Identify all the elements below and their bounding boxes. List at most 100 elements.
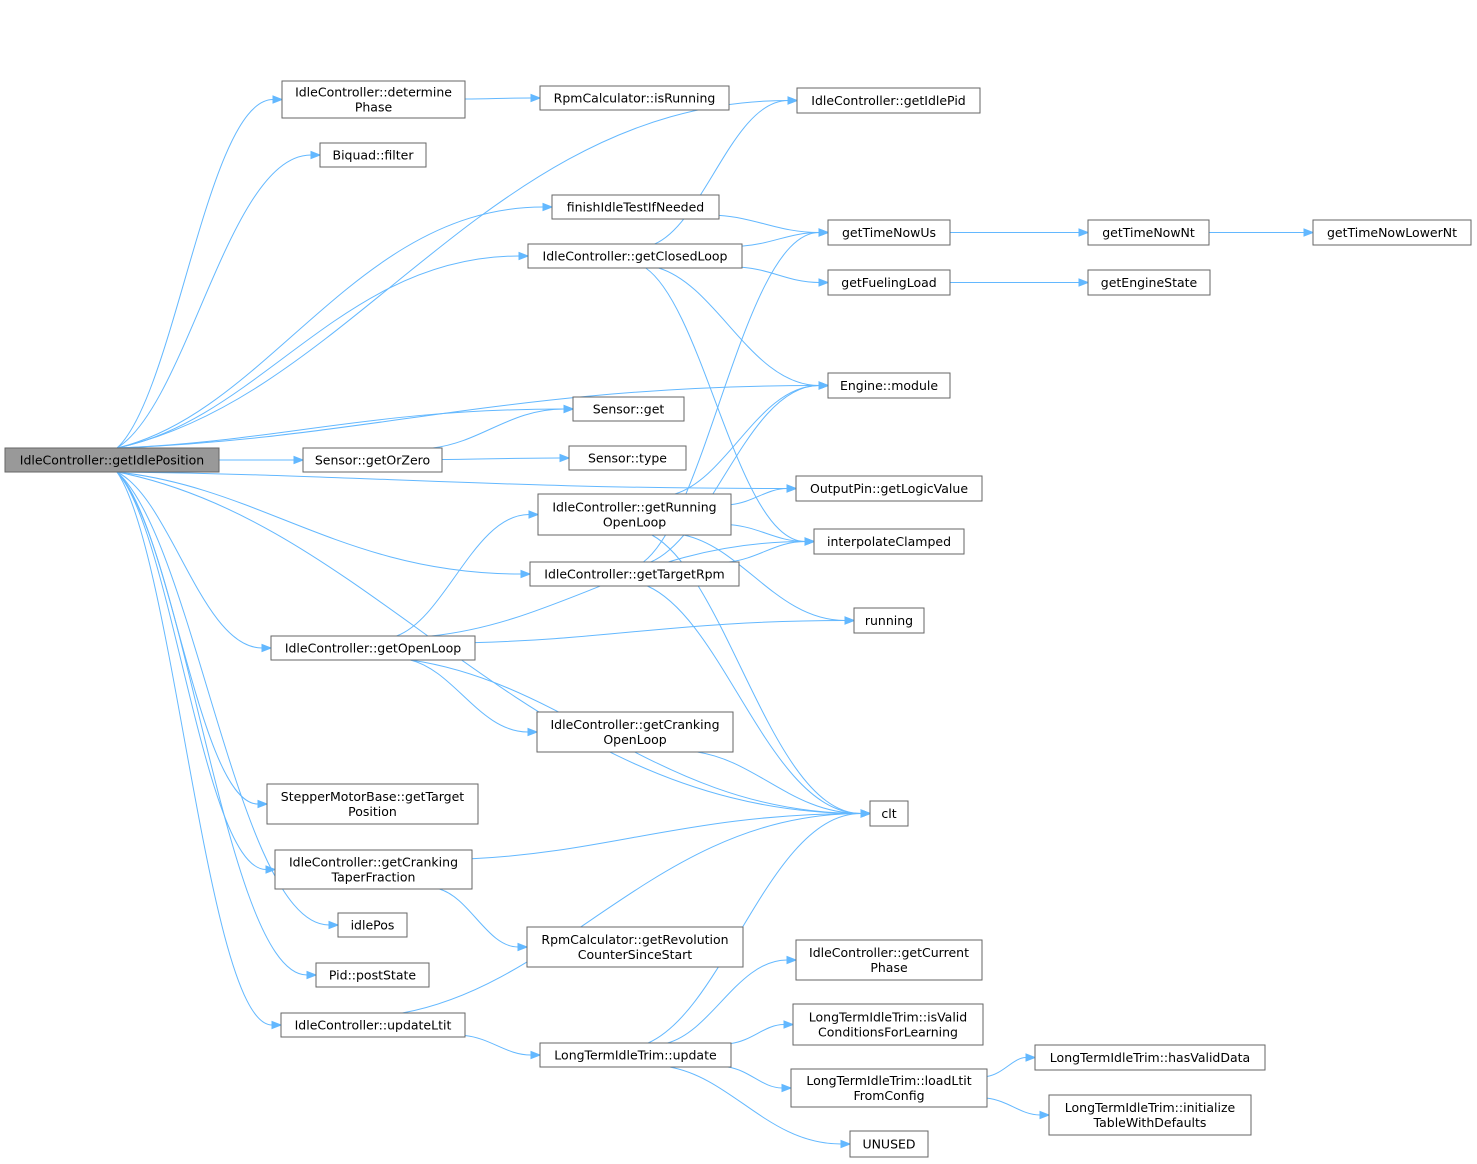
node-initTable[interactable]: LongTermIdleTrim::initializeTableWithDef…	[1048, 1094, 1252, 1136]
edge-loadLtit-to-hasValidData	[986, 1053, 1037, 1077]
node-box	[827, 372, 951, 399]
node-filter[interactable]: Biquad::filter	[319, 142, 427, 168]
node-box	[551, 194, 720, 220]
node-interpolateClamped[interactable]: interpolateClamped	[813, 528, 965, 555]
node-getLogicValue[interactable]: OutputPin::getLogicValue	[795, 475, 983, 502]
node-getTimeNowNt[interactable]: getTimeNowNt	[1087, 219, 1210, 246]
node-getTimeNowUs[interactable]: getTimeNowUs	[827, 219, 951, 246]
edge-updateLtit-to-clt	[402, 809, 872, 1014]
node-label: clt	[881, 806, 896, 821]
node-box	[319, 142, 427, 168]
node-box	[302, 447, 443, 473]
node-label: IdleController::getCurrent	[809, 945, 969, 960]
node-label: IdleController::getIdlePid	[811, 93, 965, 108]
node-label: ConditionsForLearning	[818, 1025, 958, 1040]
node-label: IdleController::getCranking	[550, 717, 719, 732]
node-label: LongTermIdleTrim::update	[554, 1048, 717, 1063]
node-box	[4, 447, 220, 473]
node-getFuelingLoad[interactable]: getFuelingLoad	[827, 269, 951, 296]
node-label: OutputPin::getLogicValue	[810, 481, 968, 496]
edge-root-to-postState	[116, 471, 318, 980]
node-label: IdleController::getOpenLoop	[285, 641, 461, 656]
edge-ltitUpdate-to-isValidConditions	[730, 1020, 795, 1044]
node-getTimeNowLowerNt[interactable]: getTimeNowLowerNt	[1312, 219, 1472, 246]
edges-layer	[116, 93, 1315, 1149]
node-updateLtit[interactable]: IdleController::updateLtit	[280, 1012, 466, 1038]
node-label: Pid::postState	[329, 968, 416, 983]
node-getOpenLoop[interactable]: IdleController::getOpenLoop	[270, 635, 476, 661]
node-getClosedLoop[interactable]: IdleController::getClosedLoop	[527, 243, 743, 269]
node-hasValidData[interactable]: LongTermIdleTrim::hasValidData	[1034, 1044, 1266, 1071]
node-label: getFuelingLoad	[841, 275, 936, 290]
node-label: RpmCalculator::isRunning	[554, 91, 716, 106]
edge-determinePhase-to-isRunning	[464, 93, 542, 103]
node-label: idlePos	[351, 918, 395, 933]
node-box	[536, 711, 734, 753]
node-label: LongTermIdleTrim::hasValidData	[1050, 1050, 1250, 1065]
node-box	[529, 561, 740, 587]
node-box	[1034, 1044, 1266, 1071]
edge-getOpenLoop-to-interpolateClamped	[431, 537, 816, 637]
node-isRunning[interactable]: RpmCalculator::isRunning	[539, 85, 730, 111]
node-label: Phase	[870, 960, 908, 975]
edge-root-to-filter	[116, 150, 322, 449]
node-clt[interactable]: clt	[869, 800, 909, 827]
node-isValidConditions[interactable]: LongTermIdleTrim::isValidConditionsForLe…	[792, 1003, 984, 1046]
node-label: IdleController::getTargetRpm	[544, 567, 724, 582]
node-engineModule[interactable]: Engine::module	[827, 372, 951, 399]
node-unused[interactable]: UNUSED	[849, 1130, 929, 1158]
node-box	[274, 849, 473, 890]
node-label: getTimeNowNt	[1102, 225, 1195, 240]
node-box	[539, 85, 730, 111]
edge-getOpenLoop-to-getRunningOpenLoop	[396, 510, 540, 637]
node-revCounter[interactable]: RpmCalculator::getRevolutionCounterSince…	[526, 926, 744, 968]
node-label: LongTermIdleTrim::loadLtit	[806, 1073, 971, 1088]
nodes-layer: IdleController::getIdlePositionIdleContr…	[4, 80, 1472, 1158]
node-label: TaperFraction	[331, 870, 416, 885]
node-label: IdleController::determine	[295, 85, 452, 100]
node-root[interactable]: IdleController::getIdlePosition	[4, 447, 220, 473]
node-label: TableWithDefaults	[1093, 1115, 1207, 1130]
node-box	[795, 475, 983, 502]
edge-getCrankingOpenLoop-to-clt	[697, 751, 872, 818]
edge-root-to-finishIdleTest	[116, 202, 554, 449]
node-sensorGet[interactable]: Sensor::get	[572, 396, 685, 422]
edge-ltitUpdate-to-getCurrentPhase	[667, 955, 798, 1044]
node-getOrZero[interactable]: Sensor::getOrZero	[302, 447, 443, 473]
node-label: StepperMotorBase::getTarget	[281, 789, 465, 804]
node-label: UNUSED	[862, 1137, 915, 1152]
node-running[interactable]: running	[853, 607, 925, 634]
node-getIdlePid[interactable]: IdleController::getIdlePid	[796, 87, 981, 114]
edge-getRunningOpenLoop-to-getLogicValue	[730, 484, 798, 506]
node-getEngineState[interactable]: getEngineState	[1087, 269, 1211, 296]
node-idlePos[interactable]: idlePos	[337, 912, 408, 938]
node-ltitUpdate[interactable]: LongTermIdleTrim::update	[539, 1042, 732, 1068]
node-box	[827, 219, 951, 246]
node-getTargetRpm[interactable]: IdleController::getTargetRpm	[529, 561, 740, 587]
node-box	[539, 1042, 732, 1068]
node-label: RpmCalculator::getRevolution	[541, 932, 728, 947]
edge-updateLtit-to-ltitUpdate	[464, 1035, 542, 1060]
node-box	[796, 87, 981, 114]
node-box	[537, 493, 732, 536]
node-box	[853, 607, 925, 634]
node-finishIdleTest[interactable]: finishIdleTestIfNeeded	[551, 194, 720, 220]
node-sensorType[interactable]: Sensor::type	[568, 445, 687, 471]
edge-root-to-getLogicValue	[116, 471, 798, 493]
node-box	[795, 939, 983, 981]
node-label: IdleController::getIdlePosition	[20, 453, 204, 468]
edge-root-to-idlePos	[116, 471, 340, 930]
node-label: IdleController::getRunning	[552, 500, 716, 515]
edge-getFuelingLoad-to-getEngineState	[949, 278, 1090, 287]
edge-getTimeNowUs-to-getTimeNowNt	[950, 228, 1090, 237]
node-box	[572, 396, 685, 422]
node-label: OpenLoop	[603, 515, 666, 530]
node-postState[interactable]: Pid::postState	[315, 962, 430, 988]
